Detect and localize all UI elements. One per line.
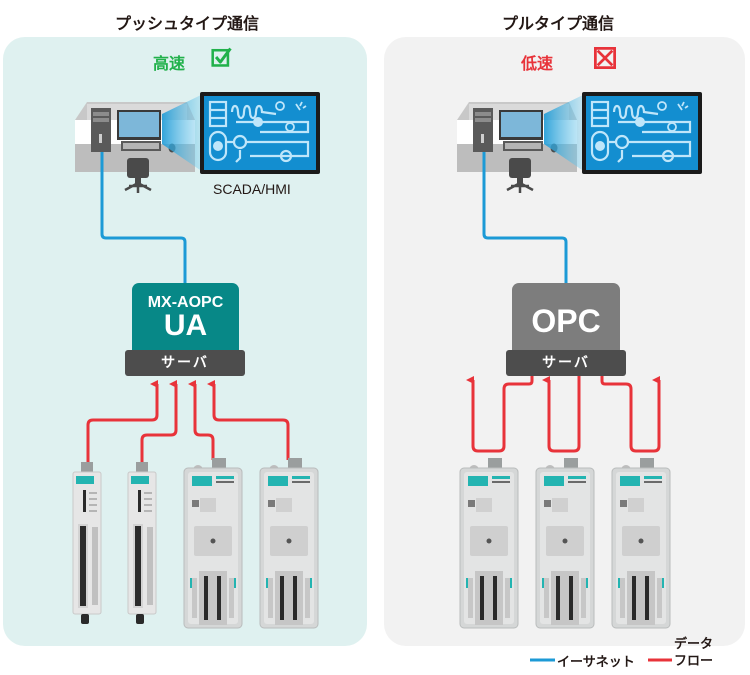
legend-dataflow-label: データ フロー <box>674 636 713 670</box>
pull-scada-hmi-screen <box>580 90 704 176</box>
server-name-line1: MX-AOPC <box>147 294 224 311</box>
push-io-device <box>183 457 243 629</box>
push-scada-hmi-screen <box>198 90 322 176</box>
pull-data-flow-arrow <box>600 376 661 453</box>
pull-data-flow-arrow <box>542 376 581 453</box>
push-server-mx-aopc-ua: MX-AOPC UA <box>132 283 239 351</box>
push-io-device <box>259 457 319 629</box>
push-data-flow-arrow <box>188 380 215 460</box>
pull-screen-beam <box>544 94 585 172</box>
legend-dataflow-line1: データ <box>674 637 714 652</box>
pull-title: プルタイプ通信 <box>501 14 614 33</box>
legend-ethernet-label: イーサネット <box>557 655 635 670</box>
pull-io-device <box>459 457 519 629</box>
push-data-flow-arrow <box>86 380 159 465</box>
pull-io-device <box>535 457 595 629</box>
push-screen-beam <box>162 94 203 172</box>
checkbox-x-icon <box>594 47 616 69</box>
push-speed-label: 高速 <box>153 54 186 73</box>
push-io-device <box>72 461 102 625</box>
push-io-device <box>127 461 157 625</box>
pull-io-device <box>611 457 671 629</box>
push-scada-hmi-label: SCADA/HMI <box>213 181 291 197</box>
push-data-flow-arrow <box>207 380 290 460</box>
push-data-flow-arrow <box>140 380 178 465</box>
pull-data-flow-arrow <box>466 376 534 453</box>
pull-speed-label: 低速 <box>521 54 554 73</box>
server-name: OPC <box>531 303 601 339</box>
checkbox-checked-icon <box>211 47 232 67</box>
push-title: プッシュタイプ通信 <box>114 14 259 33</box>
pull-ethernet-cable <box>482 152 568 283</box>
server-name-line2: UA <box>163 309 208 342</box>
pull-server-opc: OPC <box>512 283 620 351</box>
push-ethernet-cable <box>100 152 187 283</box>
legend-dataflow-line2: フロー <box>674 654 714 669</box>
push-server-label: サーバ <box>125 350 245 376</box>
pull-server-label: サーバ <box>506 350 626 376</box>
